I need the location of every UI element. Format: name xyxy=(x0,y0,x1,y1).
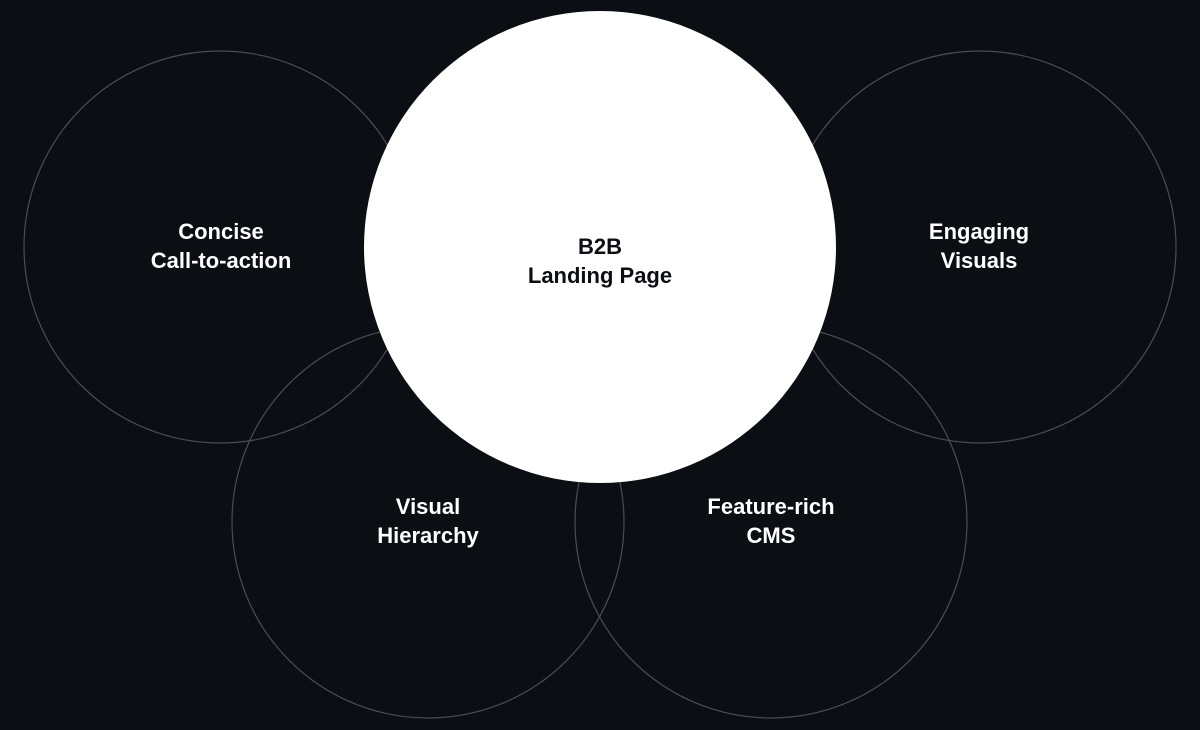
label-feature-rich-cms-line1: Feature-rich xyxy=(707,494,835,519)
label-feature-rich-cms: Feature-rich CMS xyxy=(707,492,834,550)
label-concise-cta-line2: Call-to-action xyxy=(150,248,292,273)
label-visual-hierarchy-line1: Visual xyxy=(395,494,461,519)
label-feature-rich-cms-line2: CMS xyxy=(746,523,796,548)
label-engaging-visuals-line1: Engaging xyxy=(928,219,1030,244)
label-engaging-visuals-line2: Visuals xyxy=(940,248,1018,273)
label-engaging-visuals: Engaging Visuals xyxy=(929,217,1029,275)
center-label-line1: B2B xyxy=(577,234,622,259)
label-concise-cta-line1: Concise xyxy=(178,219,264,244)
label-visual-hierarchy: Visual Hierarchy xyxy=(377,492,479,550)
label-visual-hierarchy-line2: Hierarchy xyxy=(377,523,479,548)
label-concise-cta: Concise Call-to-action xyxy=(151,217,292,275)
center-label: B2B Landing Page xyxy=(528,232,672,290)
center-label-line2: Landing Page xyxy=(527,263,673,288)
circle-center xyxy=(364,11,836,483)
